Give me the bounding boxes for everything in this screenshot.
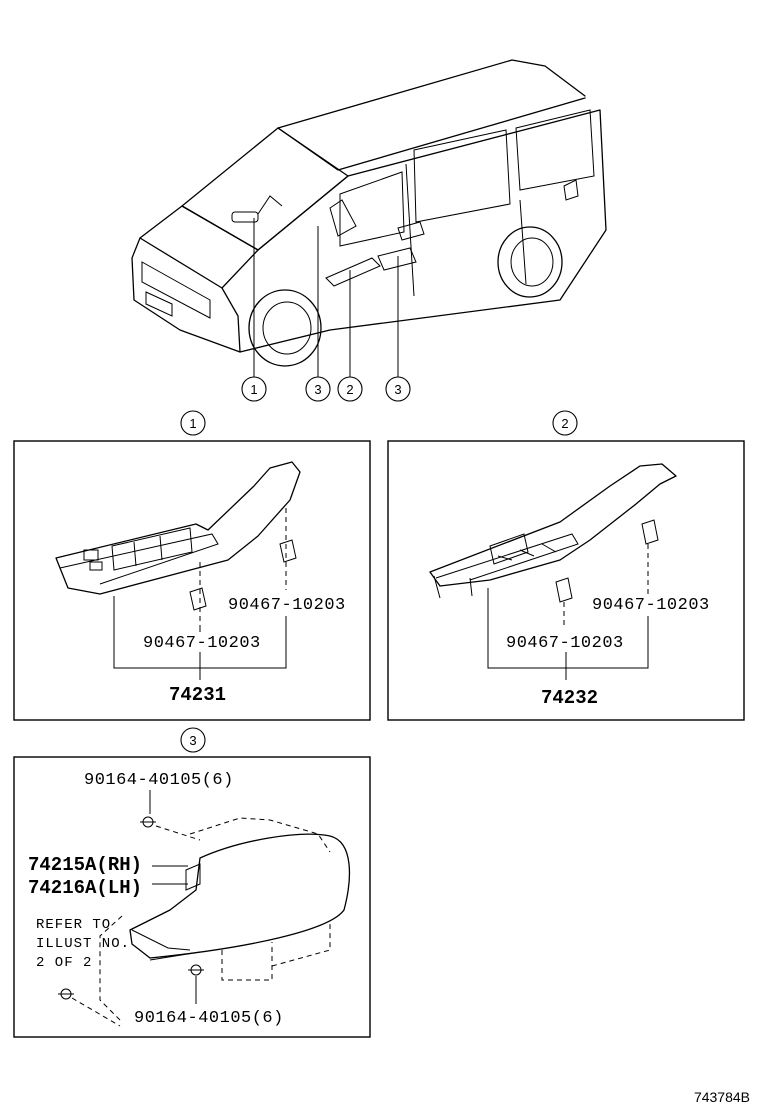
door-armrest-pad-drawing: [58, 816, 351, 1027]
callout-1: 1: [241, 376, 267, 402]
callout-2: 2: [337, 376, 363, 402]
panel-1-assembly-part: 74231: [169, 684, 226, 706]
panel-3-marker-label: 3: [189, 733, 196, 748]
callout-3: 3: [305, 376, 331, 402]
panel-3-refer-line-1: REFER TO: [36, 917, 111, 933]
panel-3-marker: 3: [180, 727, 206, 753]
callout-2-label: 2: [346, 382, 353, 397]
callout-3: 3: [385, 376, 411, 402]
panel-1-clip-lower-part: 90467-10203: [143, 634, 261, 653]
callout-3-label: 3: [314, 382, 321, 397]
panel-3-refer-line-2: ILLUST NO.: [36, 936, 130, 952]
callout-1-label: 1: [250, 382, 257, 397]
panel-2-marker: 2: [552, 410, 578, 436]
front-armrest-base-drawing: [429, 463, 677, 628]
panel-2-marker-label: 2: [561, 416, 568, 431]
panel-1-clip-upper-part: 90467-10203: [228, 596, 346, 615]
panel-3-refer-line-3: 2 OF 2: [36, 955, 92, 971]
panel-2-assembly-part: 74232: [541, 687, 598, 709]
panel-2-frame: [387, 440, 745, 721]
panel-1-marker: 1: [180, 410, 206, 436]
vehicle-illustration: [131, 59, 607, 377]
panel-3-screw-bottom-part: 90164-40105(6): [134, 1009, 284, 1028]
panel-3-frame: [13, 756, 371, 1038]
panel-1-marker-label: 1: [189, 416, 196, 431]
panel-3-part-lh: 74216A(LH): [28, 877, 142, 899]
panel-1-frame: [13, 440, 371, 721]
panel-2-clip-lower-part: 90467-10203: [506, 634, 624, 653]
callout-3-label: 3: [394, 382, 401, 397]
armrest-switch-base-drawing: [55, 461, 301, 628]
panel-3-part-rh: 74215A(RH): [28, 854, 142, 876]
panel-3-screw-top-part: 90164-40105(6): [84, 771, 234, 790]
illustration-code: 743784B: [694, 1089, 750, 1105]
panel-2-clip-upper-part: 90467-10203: [592, 596, 710, 615]
panel-2-bracket: [487, 588, 649, 669]
